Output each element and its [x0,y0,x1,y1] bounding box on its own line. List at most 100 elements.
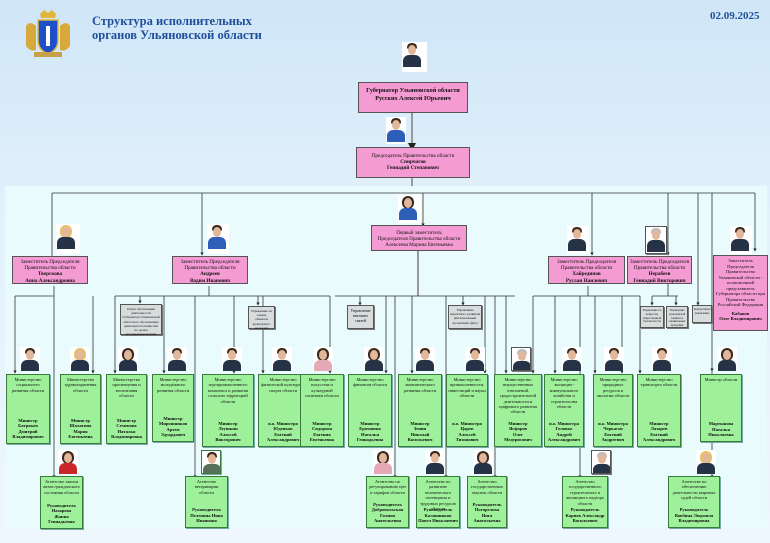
agency-box[interactable]: Агентство по регулированию цен и тарифов… [366,476,409,528]
head-name-part: Царев [460,426,474,432]
representative-title: Заместитель Председателя Правительства У… [715,258,766,307]
organization-name: Министерство искусства и культурной поли… [305,377,339,399]
agency-box[interactable]: Агентство записи актов гражданского сост… [40,476,83,529]
office-box[interactable]: Управление внешних связей [347,305,374,329]
ministry-box[interactable]: Министерство экономического развития обл… [398,374,442,447]
head-role: Руководитель [47,502,76,508]
office-box[interactable]: Управление гражданской защиты и специаль… [666,306,688,328]
ministry-box[interactable]: Министерство природных ресурсов и эколог… [593,374,633,447]
representative-given-name: Олег Владимирович [719,316,762,321]
first-deputy-photo [398,195,421,223]
head-name-part: Мария [73,428,88,434]
agency-box[interactable]: Агентство государственного строительного… [562,476,608,528]
head-name-part: Геннадьевна [356,437,384,443]
head-name-part: Алексей [219,431,237,437]
office-name: Управление по вопросам общественной безо… [642,308,662,324]
ministry-box[interactable]: Министерство жилищно-коммунального хозяй… [544,374,584,447]
head-name-part: Павел Николаевич [418,518,458,524]
head-name-part: Назарова [51,508,72,514]
head-name-part: Евгений [274,431,292,437]
date-label: 02.09.2025 [710,10,760,22]
head-name-part: Мартынова [708,421,734,427]
head-name-part: Вовбина Людмила [674,512,714,518]
office-box[interactable]: Управление проектного развития (Регионал… [448,305,482,329]
first-deputy-box[interactable]: Первый заместитель Председателя Правител… [371,225,467,251]
governor-name: Русских Алексей Юрьевич [375,95,451,102]
head-role: Министр [18,417,38,423]
head-name-part: Головко [555,426,573,432]
agency-box[interactable]: Агентство по развитию человеческого поте… [416,476,460,528]
office-box[interactable]: Отдел обеспечения деятельности Губернато… [120,304,162,336]
deputy-given-name: Вадим Иванович [189,277,231,284]
ministry-head-photo [118,347,138,371]
head-role: Министр [218,420,238,426]
deputy-box[interactable]: Заместитель Председателя Правительства о… [12,256,88,284]
chairman-photo [386,117,406,144]
office-name: Управление проектного развития (Регионал… [450,308,481,325]
ministry-head-photo [167,347,187,371]
head-role: Руководитель [192,507,221,513]
chairman-box[interactable]: Председатель Правительства области Спирч… [356,147,470,178]
head-name-part: Калашников [424,512,452,518]
head-name-part: Евгения [313,431,331,437]
head-name-part: Леушкин [218,426,238,432]
office-box[interactable]: Управление по охране объектов культурног… [248,306,275,330]
ministry-box[interactable]: Министерство искусства и культурной поли… [300,374,344,447]
ministry-head-photo [465,347,485,371]
office-box[interactable]: Управление по вопросам общественной безо… [640,306,664,328]
deputy-box[interactable]: Заместитель Председателя Правительства о… [172,256,248,284]
deputy-title-2: Правительства области [633,265,686,272]
ministry-box[interactable]: Министерство имущественных отношений, гр… [494,374,542,447]
agency-head-photo [473,450,493,474]
head-name-part: Александрович [642,437,676,443]
ministry-box[interactable]: Министерство просвещения и воспитания об… [106,374,147,444]
head-role: и.о. Министра [268,420,298,426]
head-role: Руководитель [423,507,453,513]
head-role: Министр [312,420,332,426]
ministry-box[interactable]: Министерство промышленности, инвестиций … [446,374,488,447]
organization-name: Министерство транспорта области [640,377,678,388]
office-name: Управление по охране объектов культурног… [250,309,273,330]
head-name-part: Александрович [547,437,581,443]
head-name-part: Жанна [54,513,69,519]
deputy-title-2: Правительства области [560,265,613,272]
governor-box[interactable]: Губернатор Ульяновской области Русских А… [358,82,468,113]
deputy-box[interactable]: Заместитель Председателя Правительства о… [548,256,625,284]
head-name-part: Тихонович [455,437,479,443]
head-name-part: Лазарев [650,426,668,432]
head-name-part: Николай [410,431,430,437]
ministry-box[interactable]: Министерство социального развития област… [6,374,50,444]
head-name-part: Карпов Александр [565,512,605,518]
organization-name: Агентство по обеспечению деятельности ми… [672,479,716,501]
head-name-part: Медерисович [504,437,532,443]
head-name-part: Галина [379,512,396,518]
ministry-head-photo [604,347,624,371]
ministry-box[interactable]: Министерство физической культуры и спорт… [258,374,308,447]
agency-box[interactable]: Агентство государственных закупок област… [467,476,507,528]
ministry-box[interactable]: Министерство агропромышленного комплекса… [202,374,254,447]
head-name-part: Добровольская [371,507,404,513]
head-name-part: Семенова [116,423,137,429]
page-title: Структура исполнительных органов Ульянов… [92,14,262,42]
head-name-part: Анатольевна [473,518,501,524]
agency-head-photo [425,450,445,474]
head-name-part: Ягфаров [508,426,528,432]
office-box[interactable]: Контрольное управление [692,305,712,323]
representative-box[interactable]: Заместитель Председателя Правительства У… [713,255,768,331]
ministry-box[interactable]: Министерство молодёжного развития област… [152,374,194,442]
deputy-box[interactable]: Заместитель Председателя Правительства о… [627,256,692,284]
agency-box[interactable]: Агентство по обеспечению деятельности ми… [668,476,720,528]
head-name-part: Наталья [117,428,136,434]
